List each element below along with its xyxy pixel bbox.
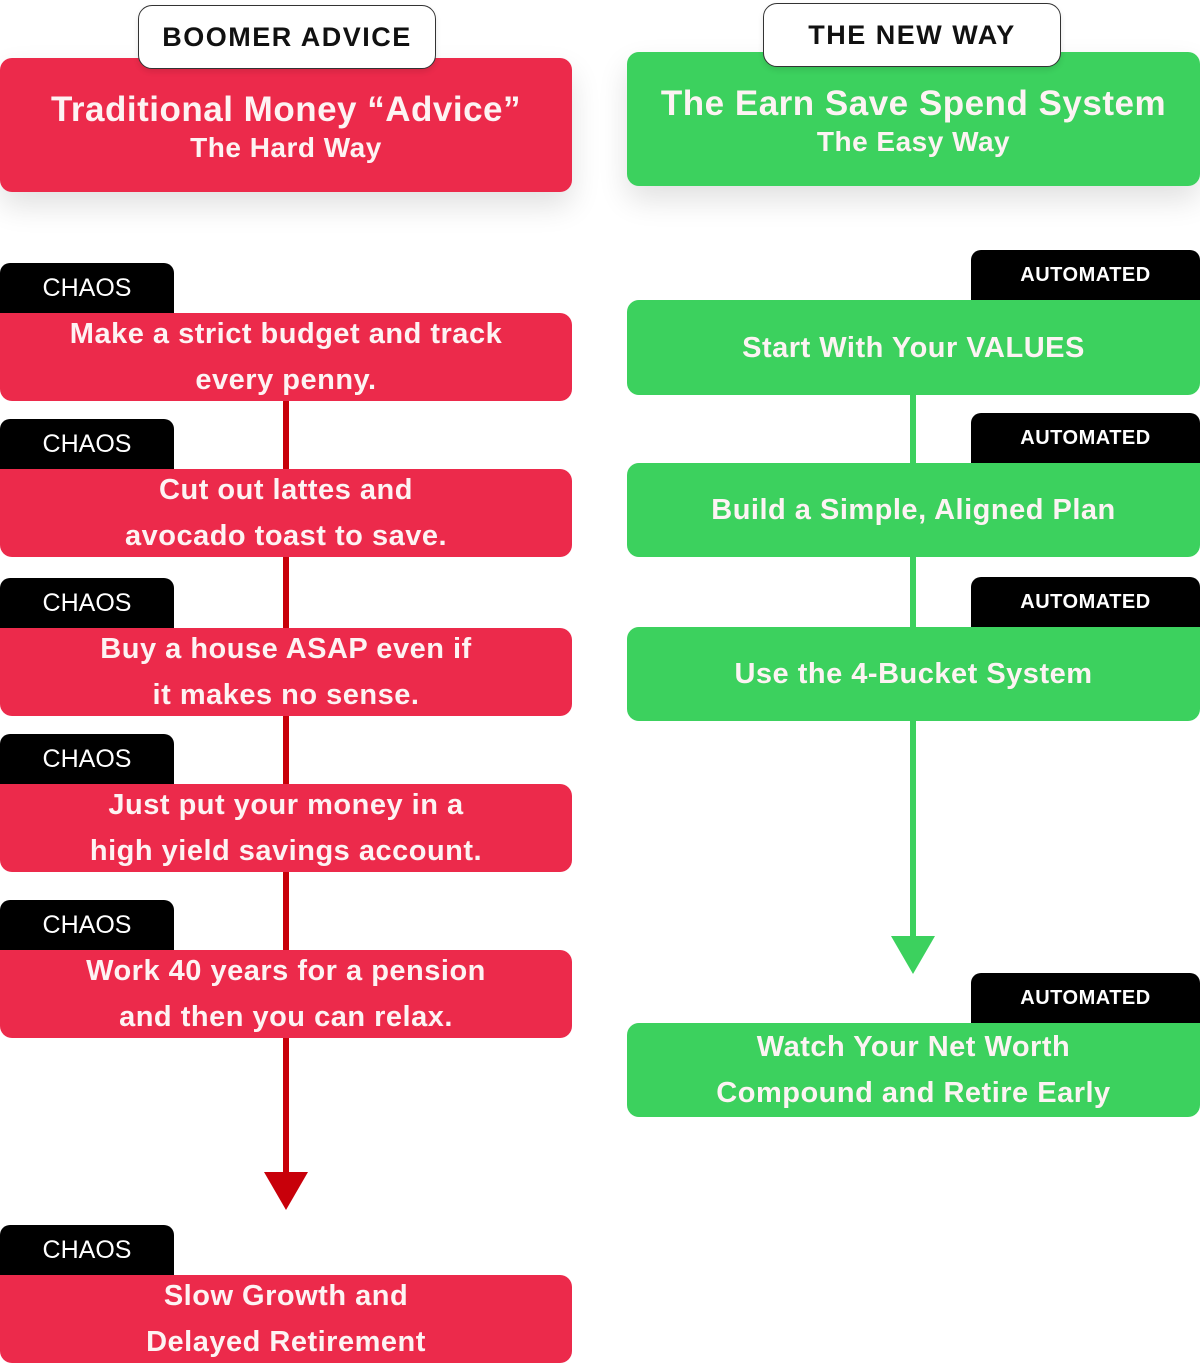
step-text: avocado toast to save. bbox=[124, 520, 448, 552]
step-text: Cut out lattes and bbox=[159, 474, 413, 506]
right-step-1: Start With Your VALUES bbox=[627, 300, 1200, 395]
step-text: Build a Simple, Aligned Plan bbox=[711, 494, 1116, 526]
automated-badge: AUTOMATED bbox=[971, 413, 1200, 463]
chaos-badge: CHAOS bbox=[0, 419, 174, 469]
left-step-2: Cut out lattes and avocado toast to save. bbox=[0, 469, 572, 557]
left-step-4: Just put your money in a high yield savin… bbox=[0, 784, 572, 872]
right-header-box: The Earn Save Spend System The Easy Way bbox=[627, 52, 1200, 186]
step-text: every penny. bbox=[195, 364, 377, 396]
automated-badge: AUTOMATED bbox=[971, 577, 1200, 627]
step-text: Buy a house ASAP even if bbox=[100, 633, 472, 665]
right-step-2: Build a Simple, Aligned Plan bbox=[627, 463, 1200, 557]
step-text: Start With Your VALUES bbox=[742, 331, 1085, 364]
automated-badge: AUTOMATED bbox=[971, 973, 1200, 1023]
chaos-badge: CHAOS bbox=[0, 734, 174, 784]
chaos-badge: CHAOS bbox=[0, 578, 174, 628]
chaos-badge: CHAOS bbox=[0, 263, 174, 313]
left-header-box: Traditional Money “Advice” The Hard Way bbox=[0, 58, 572, 192]
step-text: Compound and Retire Early bbox=[716, 1077, 1111, 1109]
step-text: high yield savings account. bbox=[89, 835, 483, 867]
automated-badge: AUTOMATED bbox=[971, 250, 1200, 300]
chaos-badge: CHAOS bbox=[0, 1225, 174, 1275]
right-step-3: Use the 4-Bucket System bbox=[627, 627, 1200, 721]
step-text: Use the 4-Bucket System bbox=[734, 658, 1093, 690]
step-text: Delayed Retirement bbox=[146, 1326, 426, 1358]
left-tag: BOOMER ADVICE bbox=[138, 5, 436, 69]
step-text: Just put your money in a bbox=[108, 789, 464, 821]
step-text: Slow Growth and bbox=[163, 1280, 409, 1312]
green-arrowhead-icon bbox=[891, 936, 935, 974]
left-step-3: Buy a house ASAP even if it makes no sens… bbox=[0, 628, 572, 716]
step-text: it makes no sense. bbox=[152, 679, 420, 711]
left-subtitle: The Hard Way bbox=[190, 132, 382, 163]
right-title: The Earn Save Spend System bbox=[660, 84, 1167, 123]
left-title: Traditional Money “Advice” bbox=[50, 90, 522, 129]
left-step-5: Work 40 years for a pension and then you … bbox=[0, 950, 572, 1038]
left-step-1: Make a strict budget and track every penn… bbox=[0, 313, 572, 401]
red-arrowhead-icon bbox=[264, 1172, 308, 1210]
chaos-badge: CHAOS bbox=[0, 900, 174, 950]
step-text: and then you can relax. bbox=[119, 1001, 453, 1033]
step-text: Watch Your Net Worth bbox=[756, 1031, 1071, 1063]
right-subtitle: The Easy Way bbox=[816, 126, 1011, 157]
right-tag: THE NEW WAY bbox=[763, 3, 1061, 67]
step-text: Work 40 years for a pension bbox=[86, 955, 486, 987]
step-text: Make a strict budget and track bbox=[69, 318, 503, 350]
